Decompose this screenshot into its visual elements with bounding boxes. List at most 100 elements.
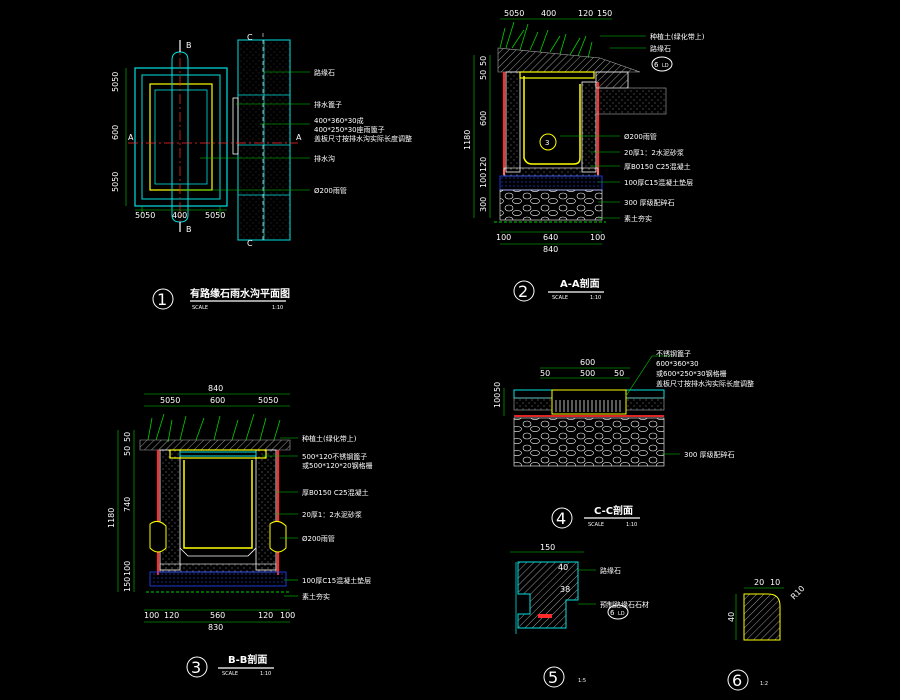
plan-note-4: 400*250*30座雨篦子 bbox=[314, 125, 385, 134]
aa-note-3: Ø200雨管 bbox=[624, 132, 657, 141]
plan-dim-bottom-3: 5050 bbox=[205, 211, 225, 220]
grass-a bbox=[499, 21, 593, 59]
curb-scale-value: 1:5 bbox=[578, 678, 586, 684]
aa-dim-left-total: 1180 bbox=[463, 130, 472, 150]
bb-dim-bottom-5: 100 bbox=[280, 611, 295, 620]
cc-note-5: 300 厚级配碎石 bbox=[684, 450, 735, 459]
plan-note-2: 排水篦子 bbox=[314, 100, 342, 109]
aa-note-1: 种植土(绿化带上) bbox=[650, 32, 705, 41]
bb-title: B-B剖面 bbox=[228, 653, 267, 666]
bb-note-3: 或500*120*20钢格栅 bbox=[302, 461, 373, 470]
plan-dim-left-3: 5050 bbox=[111, 172, 120, 192]
bb-dim-bottom-3: 560 bbox=[210, 611, 225, 620]
section-b-b-drawing: 840 5050 600 5050 50 50 740 100 150 1180… bbox=[107, 384, 373, 678]
plan-dim-bottom-1: 5050 bbox=[135, 211, 155, 220]
bb-note-2: 500*120不锈钢篦子 bbox=[302, 452, 367, 461]
aa-drawing-number: 2 bbox=[518, 282, 528, 301]
curb-dim-2: 40 bbox=[558, 563, 568, 572]
bb-dim-left-total: 1180 bbox=[107, 508, 116, 528]
plan-section-c-bottom: C bbox=[247, 239, 253, 248]
aa-dim-left-2: 50 bbox=[479, 70, 488, 80]
aa-title: A-A剖面 bbox=[560, 277, 600, 290]
aa-callout-3: 3 bbox=[545, 139, 549, 147]
bb-dim-bottom-1: 100 bbox=[144, 611, 159, 620]
plan-section-b-top: B bbox=[186, 41, 192, 50]
aa-dim-left-3: 600 bbox=[479, 111, 488, 126]
bb-note-1: 种植土(绿化带上) bbox=[302, 434, 357, 443]
curb-dim-1: 150 bbox=[540, 543, 555, 552]
bb-note-6: Ø200雨管 bbox=[302, 534, 335, 543]
plan-section-c-top: C bbox=[247, 33, 253, 42]
bb-scale-word: SCALE bbox=[222, 671, 238, 677]
plan-section-a-right: A bbox=[296, 133, 302, 142]
cc-note-3: 或600*250*30钢格栅 bbox=[656, 369, 727, 378]
curb-note-2: 预制路缘石石材 bbox=[600, 600, 649, 609]
edge-drawing-number: 6 bbox=[732, 671, 742, 690]
aa-note-2: 路缘石 bbox=[650, 44, 671, 53]
aa-dim-top-4: 150 bbox=[597, 9, 612, 18]
bb-dim-top-3: 5050 bbox=[258, 396, 278, 405]
bb-note-8: 素土夯实 bbox=[302, 592, 330, 601]
grass-b bbox=[147, 413, 281, 443]
bb-note-7: 100厚C15混凝土垫层 bbox=[302, 576, 371, 585]
plan-note-7: Ø200雨管 bbox=[314, 186, 347, 195]
aa-note-5: 厚B0150 C25混凝土 bbox=[624, 162, 691, 171]
curb-drawing-number: 5 bbox=[548, 668, 558, 687]
edge-detail-drawing: 20 10 R10 40 6 1:2 bbox=[727, 578, 807, 691]
cc-drawing-number: 4 bbox=[556, 509, 566, 528]
aa-dim-bottom-3: 100 bbox=[590, 233, 605, 242]
cc-dim-top-total: 600 bbox=[580, 358, 595, 367]
aa-dim-top-3: 120 bbox=[578, 9, 593, 18]
cc-scale-value: 1:10 bbox=[626, 522, 637, 528]
aa-note-6: 100厚C15混凝土垫层 bbox=[624, 178, 693, 187]
plan-title: 有路缘石雨水沟平面图 bbox=[190, 287, 290, 300]
cc-dim-left-2: 50 bbox=[493, 382, 502, 392]
aa-scale-value: 1:10 bbox=[590, 295, 601, 301]
plan-section-a-left: A bbox=[128, 133, 134, 142]
aa-dim-bottom-1: 100 bbox=[496, 233, 511, 242]
bb-dim-left-5: 150 bbox=[123, 577, 132, 592]
bb-dim-bottom-total: 830 bbox=[208, 623, 223, 632]
aa-dim-bottom-total: 840 bbox=[543, 245, 558, 254]
bb-note-5: 20厚1：2水泥砂浆 bbox=[302, 510, 362, 519]
aa-dim-top-1: 5050 bbox=[504, 9, 524, 18]
bb-dim-left-1: 50 bbox=[123, 432, 132, 442]
bb-dim-bottom-2: 120 bbox=[164, 611, 179, 620]
section-c-c-drawing: 600 50 500 50 100 50 不锈钢篦子 600*360*30 或6… bbox=[493, 349, 754, 529]
bb-dim-bottom-4: 120 bbox=[258, 611, 273, 620]
cc-dim-top-1: 50 bbox=[540, 369, 550, 378]
aa-dim-left-4: 120 bbox=[479, 157, 488, 172]
edge-dim-4: 40 bbox=[727, 612, 736, 622]
bb-dim-left-4: 100 bbox=[123, 561, 132, 576]
cc-scale-word: SCALE bbox=[588, 522, 604, 528]
aa-callout-6-sub: LD bbox=[662, 63, 669, 69]
aa-dim-left-5: 100 bbox=[479, 173, 488, 188]
bb-dim-left-3: 740 bbox=[123, 497, 132, 512]
bb-dim-top-2: 600 bbox=[210, 396, 225, 405]
cc-title: C-C剖面 bbox=[594, 504, 633, 517]
plan-note-1: 路缘石 bbox=[314, 68, 335, 77]
plan-scale-word: SCALE bbox=[192, 305, 208, 311]
aa-dim-left-6: 300 bbox=[479, 197, 488, 212]
plan-dim-left-1: 5050 bbox=[111, 72, 120, 92]
plan-drawing: B B A A C C 5050 400 5050 5050 600 5050 … bbox=[111, 33, 412, 311]
bb-dim-top-1: 5050 bbox=[160, 396, 180, 405]
plan-note-5: 盖板尺寸按排水沟实际长度调整 bbox=[314, 134, 412, 143]
edge-dim-2: 10 bbox=[770, 578, 780, 587]
bb-dim-top-total: 840 bbox=[208, 384, 223, 393]
aa-dim-left-1: 50 bbox=[479, 56, 488, 66]
cc-note-4: 盖板尺寸按排水沟实际长度调整 bbox=[656, 379, 754, 388]
section-a-a-drawing: 3 6 LD 5050 400 120 150 50 50 600 120 10… bbox=[463, 9, 705, 302]
edge-dim-1: 20 bbox=[754, 578, 764, 587]
cc-dim-top-2: 500 bbox=[580, 369, 595, 378]
edge-scale-value: 1:2 bbox=[760, 681, 768, 687]
aa-callout-6: 6 bbox=[654, 61, 659, 69]
curb-note-1: 路缘石 bbox=[600, 566, 621, 575]
plan-dim-left-2: 600 bbox=[111, 125, 120, 140]
curb-callout-6-sub: LD bbox=[618, 611, 625, 617]
cc-dim-top-3: 50 bbox=[614, 369, 624, 378]
cc-note-2: 600*360*30 bbox=[656, 360, 699, 368]
cc-dim-left-1: 100 bbox=[493, 393, 502, 408]
